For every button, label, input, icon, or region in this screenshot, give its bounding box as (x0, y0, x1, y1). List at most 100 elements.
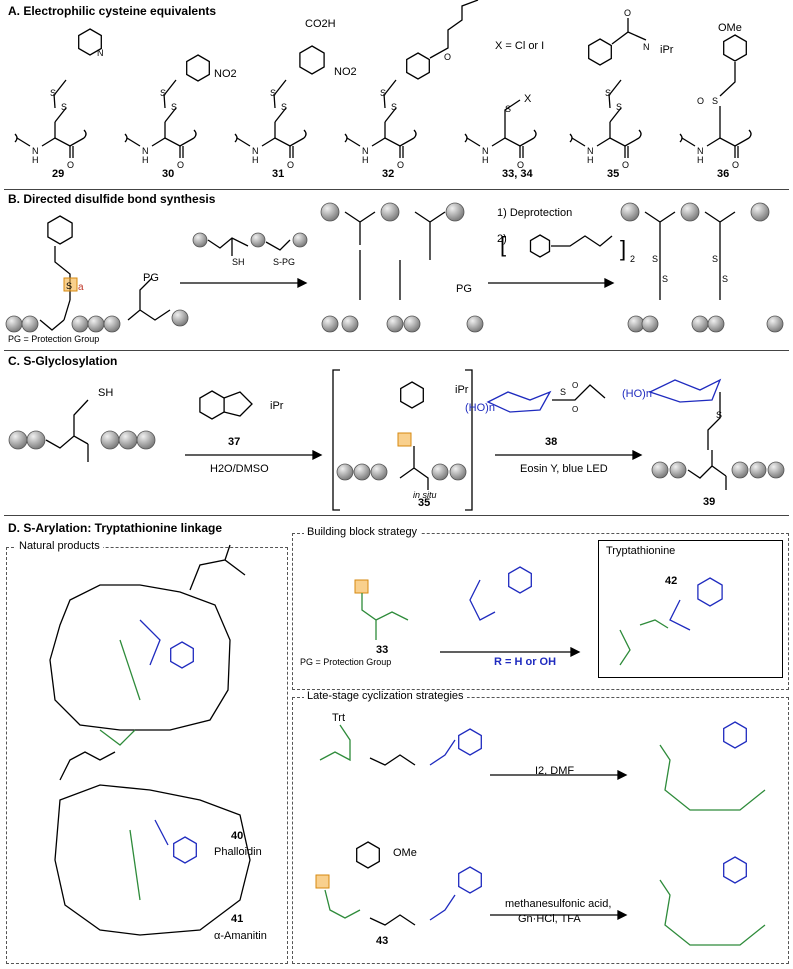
trt-label: Trt (332, 712, 346, 724)
divider-cd (4, 515, 789, 516)
a30-link (164, 79, 177, 95)
a29-link (54, 79, 67, 95)
arrowhead-c2 (632, 449, 643, 461)
pyridine-29 (78, 28, 102, 56)
o-label: O (622, 160, 629, 170)
name-40: Phalloidin (214, 846, 262, 858)
ipr-37: iPr (270, 400, 284, 412)
arrowhead-b1 (297, 277, 308, 289)
ether-chain (429, 0, 479, 59)
peptide-ball (341, 315, 359, 333)
backbone (261, 137, 305, 147)
cond-msa-2: Gn·HCl, TFA (518, 913, 581, 925)
phalloidin-diol (189, 544, 246, 591)
step2-label: 2) (497, 233, 507, 245)
n35: N (643, 42, 650, 52)
in-situ-label: in situ (413, 490, 437, 500)
h-label: H (587, 155, 594, 165)
s30a: S (171, 102, 177, 112)
a33-link (504, 99, 521, 122)
ho-n-label-39: (HO)n (622, 388, 652, 400)
peptide-ball (749, 461, 767, 479)
reagent-spg: S-PG (273, 257, 296, 267)
pyridine-30 (186, 54, 210, 82)
benzene-31 (299, 45, 325, 75)
ome-label-36: OMe (718, 22, 742, 34)
peptide-ball (171, 309, 189, 327)
tag-a-b: a (78, 282, 84, 293)
sb4: S (722, 274, 728, 284)
bond-wavy-right (303, 129, 307, 139)
divider-ab (4, 189, 789, 190)
bond (126, 137, 141, 147)
x-label-33: X (524, 93, 532, 105)
no2-label-30: NO2 (214, 68, 237, 80)
o35: O (624, 8, 631, 18)
benzene-43 (356, 841, 380, 869)
n-label: N (142, 146, 149, 156)
section-c-title: C. S-Glyclosylation (8, 354, 118, 368)
peptide-ball (620, 202, 640, 222)
a35-link (609, 107, 622, 123)
reagent-37: 37 (228, 436, 241, 448)
a36-link2 (719, 62, 736, 97)
indole-42 (697, 577, 723, 607)
bond (681, 137, 696, 147)
compound-number-29: 29 (52, 168, 65, 180)
n-label: N (482, 146, 489, 156)
c-cysteine (45, 399, 89, 462)
co2h-label: CO2H (305, 18, 336, 30)
reagent-38: 38 (545, 436, 558, 448)
peptide-ball (431, 463, 449, 481)
a32-link (384, 79, 397, 95)
s-b: S (66, 281, 72, 291)
a31-link (274, 107, 287, 123)
ho-n-label-38: (HO)n (465, 402, 495, 414)
indole-ls1 (458, 728, 482, 756)
intermediate-35: 35 (418, 497, 431, 509)
pg-label-b2: PG (456, 283, 472, 295)
peptide-ball (445, 202, 465, 222)
s30b: S (160, 88, 166, 98)
s33: S (505, 104, 511, 114)
peptide-ball (641, 315, 659, 333)
b-product (644, 211, 736, 300)
n-label: N (587, 146, 594, 156)
cond-h2o-dmso: H2O/DMSO (210, 463, 269, 475)
o-label: O (67, 160, 74, 170)
section-b-title: B. Directed disulfide bond synthesis (8, 192, 216, 206)
n-label: N (32, 146, 39, 156)
peptide-ball (731, 461, 749, 479)
trypt-core (669, 599, 691, 631)
amanitin-ring (54, 784, 251, 936)
natural-products-label: Natural products (16, 540, 103, 552)
pyridine-35 (588, 38, 612, 66)
peptide-ball (680, 202, 700, 222)
orange-box-s-33 (354, 579, 369, 594)
sugar-39 (648, 378, 722, 403)
amide-35 (611, 18, 647, 45)
backbone (151, 137, 195, 147)
pyrimidine-32 (406, 52, 430, 80)
backbone (596, 137, 640, 147)
s35b: S (605, 88, 611, 98)
o36: O (697, 96, 704, 106)
s31b: S (270, 88, 276, 98)
h-label: H (142, 155, 149, 165)
indole-40 (170, 641, 194, 669)
natural-products-box (6, 547, 288, 964)
a32-link (383, 93, 386, 109)
s39: S (716, 410, 722, 420)
ls1-cys (319, 724, 351, 762)
a32-link (384, 107, 397, 123)
pyrimidine-b (529, 234, 551, 258)
indole-ls1-prod (723, 721, 747, 749)
peptide-ball (250, 232, 266, 248)
orange-box-s-c (397, 432, 412, 447)
pg-label-b1: PG (143, 272, 159, 284)
bracket-left-c (332, 369, 340, 511)
arrowhead-d3 (617, 909, 628, 921)
orange-box-s-b (63, 277, 78, 292)
trypt-green (619, 629, 631, 666)
